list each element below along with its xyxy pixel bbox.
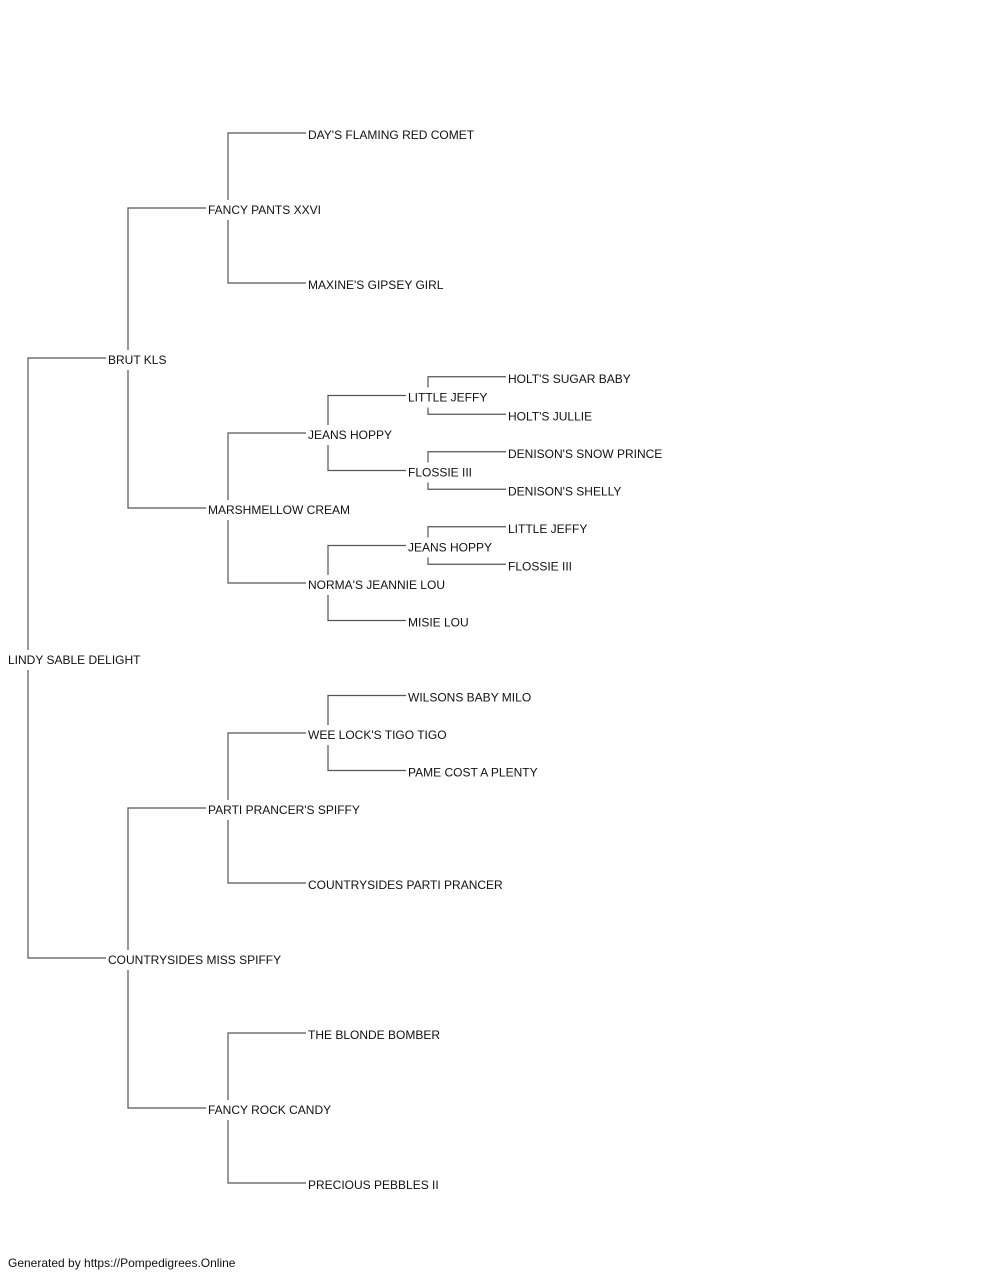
dam-link-brut-kls-to-marshmellow-cream xyxy=(127,370,206,509)
dog-name-brut-kls: BRUT KLS xyxy=(108,353,166,367)
dog-name-flossie-iii: FLOSSIE III xyxy=(508,559,572,573)
dog-name-maxine-s-gipsey-girl: MAXINE'S GIPSEY GIRL xyxy=(308,278,444,292)
dog-name-little-jeffy: LITTLE JEFFY xyxy=(408,391,487,405)
sire-link-jeans-hoppy-to-little-jeffy xyxy=(327,394,406,425)
dam-link-wee-lock-s-tigo-tigo-to-pame-cost-a-plenty xyxy=(327,745,406,772)
dog-name-marshmellow-cream: MARSHMELLOW CREAM xyxy=(208,503,350,517)
sire-link-parti-prancer-s-spiffy-to-wee-lock-s-tigo-tigo xyxy=(227,732,306,800)
sire-link-little-jeffy-to-holt-s-sugar-baby xyxy=(427,376,506,388)
pedigree-links xyxy=(27,132,506,1184)
dog-name-day-s-flaming-red-comet: DAY'S FLAMING RED COMET xyxy=(308,128,475,142)
sire-link-norma-s-jeannie-lou-to-jeans-hoppy xyxy=(327,544,406,575)
dam-link-marshmellow-cream-to-norma-s-jeannie-lou xyxy=(227,520,306,584)
dam-link-countrysides-miss-spiffy-to-fancy-rock-candy xyxy=(127,970,206,1109)
dog-name-jeans-hoppy: JEANS HOPPY xyxy=(308,428,392,442)
dam-link-little-jeffy-to-holt-s-jullie xyxy=(427,407,506,415)
generated-by-footer: Generated by https://Pompedigrees.Online xyxy=(8,1256,236,1270)
dam-link-lindy-sable-delight-to-countrysides-miss-spiffy xyxy=(27,670,106,959)
dog-name-fancy-rock-candy: FANCY ROCK CANDY xyxy=(208,1103,331,1117)
dog-name-wee-lock-s-tigo-tigo: WEE LOCK'S TIGO TIGO xyxy=(308,728,447,742)
dog-name-the-blonde-bomber: THE BLONDE BOMBER xyxy=(308,1028,440,1042)
sire-link-brut-kls-to-fancy-pants-xxvi xyxy=(127,207,206,350)
sire-link-jeans-hoppy-to-little-jeffy xyxy=(427,526,506,538)
dog-name-flossie-iii: FLOSSIE III xyxy=(408,466,472,480)
dam-link-jeans-hoppy-to-flossie-iii xyxy=(327,445,406,472)
dog-name-countrysides-parti-prancer: COUNTRYSIDES PARTI PRANCER xyxy=(308,878,503,892)
dog-name-pame-cost-a-plenty: PAME COST A PLENTY xyxy=(408,766,538,780)
dam-link-flossie-iii-to-denison-s-shelly xyxy=(427,482,506,490)
dog-name-fancy-pants-xxvi: FANCY PANTS XXVI xyxy=(208,203,321,217)
dog-name-jeans-hoppy: JEANS HOPPY xyxy=(408,541,492,555)
sire-link-wee-lock-s-tigo-tigo-to-wilsons-baby-milo xyxy=(327,694,406,725)
dog-name-precious-pebbles-ii: PRECIOUS PEBBLES II xyxy=(308,1178,439,1192)
dog-name-denison-s-shelly: DENISON'S SHELLY xyxy=(508,484,621,498)
dog-name-lindy-sable-delight: LINDY SABLE DELIGHT xyxy=(8,653,141,667)
dog-name-denison-s-snow-prince: DENISON'S SNOW PRINCE xyxy=(508,447,662,461)
dam-link-jeans-hoppy-to-flossie-iii xyxy=(427,557,506,565)
dam-link-parti-prancer-s-spiffy-to-countrysides-parti-prancer xyxy=(227,820,306,884)
sire-link-lindy-sable-delight-to-brut-kls xyxy=(27,357,106,650)
dog-name-wilsons-baby-milo: WILSONS BABY MILO xyxy=(408,691,531,705)
dog-name-norma-s-jeannie-lou: NORMA'S JEANNIE LOU xyxy=(308,578,445,592)
sire-link-fancy-pants-xxvi-to-day-s-flaming-red-comet xyxy=(227,132,306,200)
dam-link-fancy-pants-xxvi-to-maxine-s-gipsey-girl xyxy=(227,220,306,284)
sire-link-marshmellow-cream-to-jeans-hoppy xyxy=(227,432,306,500)
dog-name-holt-s-jullie: HOLT'S JULLIE xyxy=(508,409,592,423)
dog-name-parti-prancer-s-spiffy: PARTI PRANCER'S SPIFFY xyxy=(208,803,360,817)
dam-link-norma-s-jeannie-lou-to-misie-lou xyxy=(327,595,406,622)
sire-link-fancy-rock-candy-to-the-blonde-bomber xyxy=(227,1032,306,1100)
pedigree-labels: LINDY SABLE DELIGHT BRUT KLS FANCY PANTS X… xyxy=(8,128,662,1192)
dam-link-fancy-rock-candy-to-precious-pebbles-ii xyxy=(227,1120,306,1184)
dog-name-countrysides-miss-spiffy: COUNTRYSIDES MISS SPIFFY xyxy=(108,953,281,967)
sire-link-countrysides-miss-spiffy-to-parti-prancer-s-spiffy xyxy=(127,807,206,950)
dog-name-misie-lou: MISIE LOU xyxy=(408,616,469,630)
dog-name-holt-s-sugar-baby: HOLT'S SUGAR BABY xyxy=(508,372,631,386)
dog-name-little-jeffy: LITTLE JEFFY xyxy=(508,522,587,536)
sire-link-flossie-iii-to-denison-s-snow-prince xyxy=(427,451,506,463)
